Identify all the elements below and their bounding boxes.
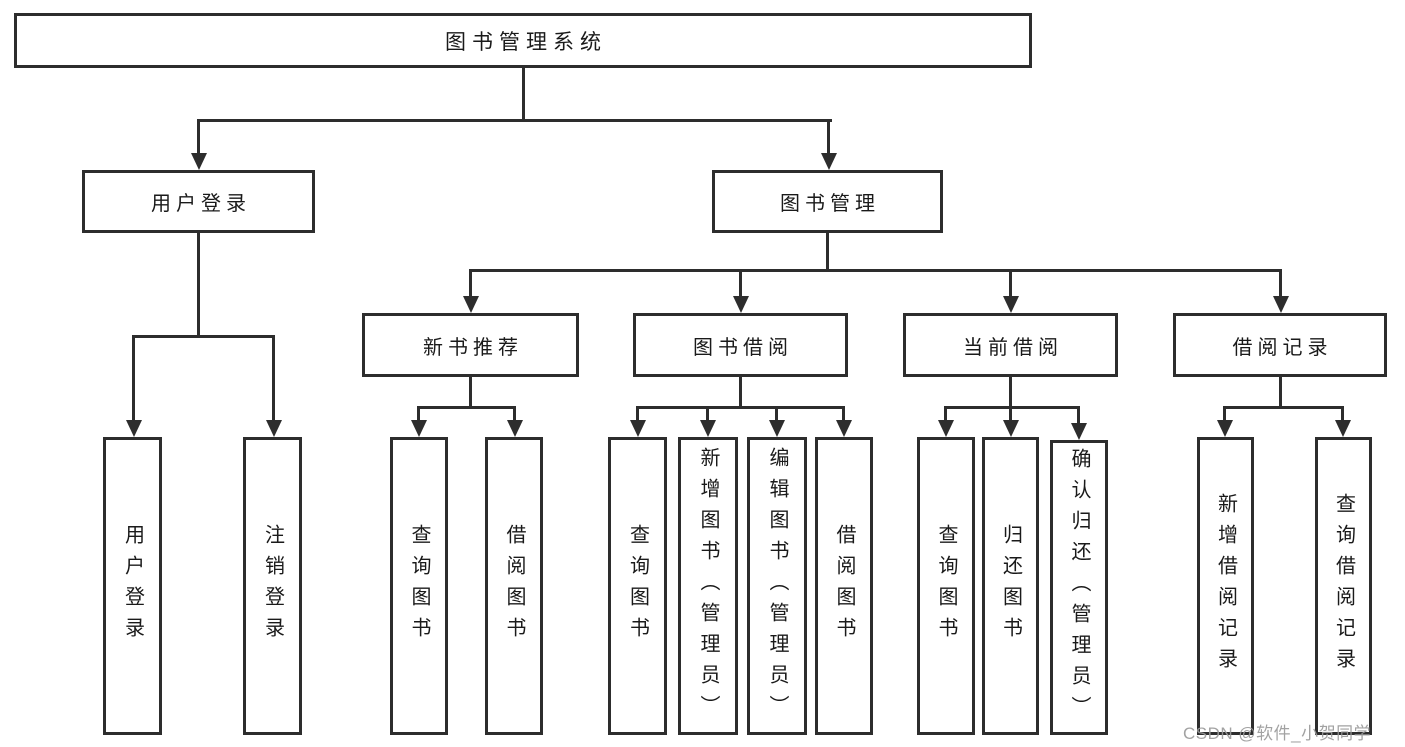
connector-arrow <box>1003 420 1019 437</box>
connector-line <box>132 335 135 421</box>
leaf-query-books-current: 查询图书 <box>917 437 975 735</box>
leaf-user-login: 用户登录 <box>103 437 162 735</box>
connector-line <box>1223 406 1226 422</box>
leaf-query-borrow-record: 查询借阅记录 <box>1315 437 1372 735</box>
connector-line <box>842 406 845 422</box>
node-book-management: 图书管理 <box>712 170 943 233</box>
connector-line <box>1279 377 1282 408</box>
leaf-logout: 注销登录 <box>243 437 302 735</box>
connector-arrow <box>411 420 427 437</box>
leaf-borrow-books-recommend: 借阅图书 <box>485 437 543 735</box>
connector-line <box>775 406 778 422</box>
connector-arrow <box>821 153 837 170</box>
connector-arrow <box>938 420 954 437</box>
connector-line <box>1009 377 1012 408</box>
connector-line <box>636 406 639 422</box>
connector-line <box>417 406 516 409</box>
connector-line <box>1009 269 1012 298</box>
connector-line <box>197 233 200 336</box>
leaf-edit-books-admin: 编辑图书（管理员） <box>747 437 807 735</box>
connector-arrow <box>1217 420 1233 437</box>
connector-line <box>469 269 472 298</box>
connector-line <box>272 335 275 421</box>
connector-arrow <box>733 296 749 313</box>
node-user-login: 用户登录 <box>82 170 315 233</box>
leaf-borrow-books-borrowing: 借阅图书 <box>815 437 873 735</box>
connector-line <box>1077 406 1080 425</box>
connector-line <box>1009 406 1012 422</box>
connector-arrow <box>836 420 852 437</box>
connector-arrow <box>266 420 282 437</box>
leaf-query-books-borrowing: 查询图书 <box>608 437 667 735</box>
connector-arrow <box>1273 296 1289 313</box>
connector-line <box>197 119 832 122</box>
node-book-borrowing: 图书借阅 <box>633 313 848 377</box>
node-root-library-system: 图书管理系统 <box>14 13 1032 68</box>
leaf-add-books-admin: 新增图书（管理员） <box>678 437 738 735</box>
connector-arrow <box>700 420 716 437</box>
connector-line <box>827 119 830 155</box>
connector-line <box>1223 406 1344 409</box>
leaf-confirm-return-admin: 确认归还（管理员） <box>1050 440 1108 735</box>
node-borrowing-records: 借阅记录 <box>1173 313 1387 377</box>
connector-line <box>706 406 709 422</box>
connector-line <box>739 377 742 408</box>
leaf-add-borrow-record: 新增借阅记录 <box>1197 437 1254 735</box>
connector-line <box>1341 406 1344 422</box>
connector-arrow <box>1003 296 1019 313</box>
node-new-book-recommend: 新书推荐 <box>362 313 579 377</box>
connector-line <box>739 269 742 298</box>
connector-line <box>513 406 516 422</box>
connector-line <box>522 68 525 121</box>
csdn-watermark: CSDN @软件_小贺同学 <box>1183 724 1372 743</box>
connector-arrow <box>463 296 479 313</box>
connector-line <box>1279 269 1282 298</box>
connector-line <box>944 406 1080 409</box>
connector-arrow <box>1335 420 1351 437</box>
connector-arrow <box>126 420 142 437</box>
connector-line <box>197 119 200 155</box>
connector-arrow <box>630 420 646 437</box>
connector-line <box>944 406 947 422</box>
connector-line <box>469 269 1282 272</box>
leaf-return-books: 归还图书 <box>982 437 1039 735</box>
leaf-query-books-recommend: 查询图书 <box>390 437 448 735</box>
connector-arrow <box>191 153 207 170</box>
node-current-borrowing: 当前借阅 <box>903 313 1118 377</box>
connector-line <box>417 406 420 422</box>
connector-line <box>826 233 829 271</box>
connector-arrow <box>507 420 523 437</box>
connector-line <box>469 377 472 408</box>
connector-arrow <box>769 420 785 437</box>
connector-line <box>636 406 845 409</box>
connector-arrow <box>1071 423 1087 440</box>
connector-line <box>132 335 275 338</box>
